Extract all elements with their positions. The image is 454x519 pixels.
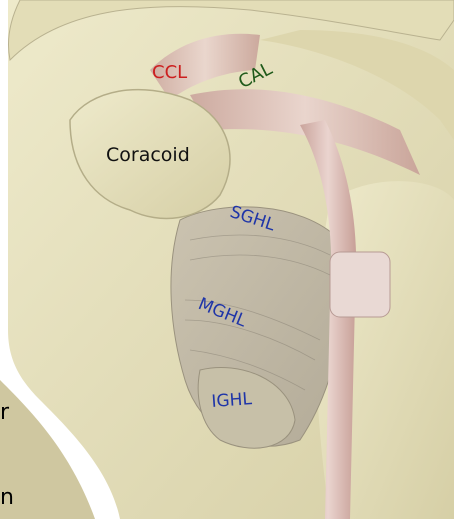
transverse-ligament-shape — [330, 252, 390, 317]
edge-text-fragment: r — [0, 402, 9, 424]
coracoid-label: Coracoid — [106, 146, 190, 165]
ccl-label: CCL — [152, 64, 187, 82]
ighl-label: IGHL — [211, 391, 253, 411]
edge-text-fragment: n — [0, 487, 14, 509]
